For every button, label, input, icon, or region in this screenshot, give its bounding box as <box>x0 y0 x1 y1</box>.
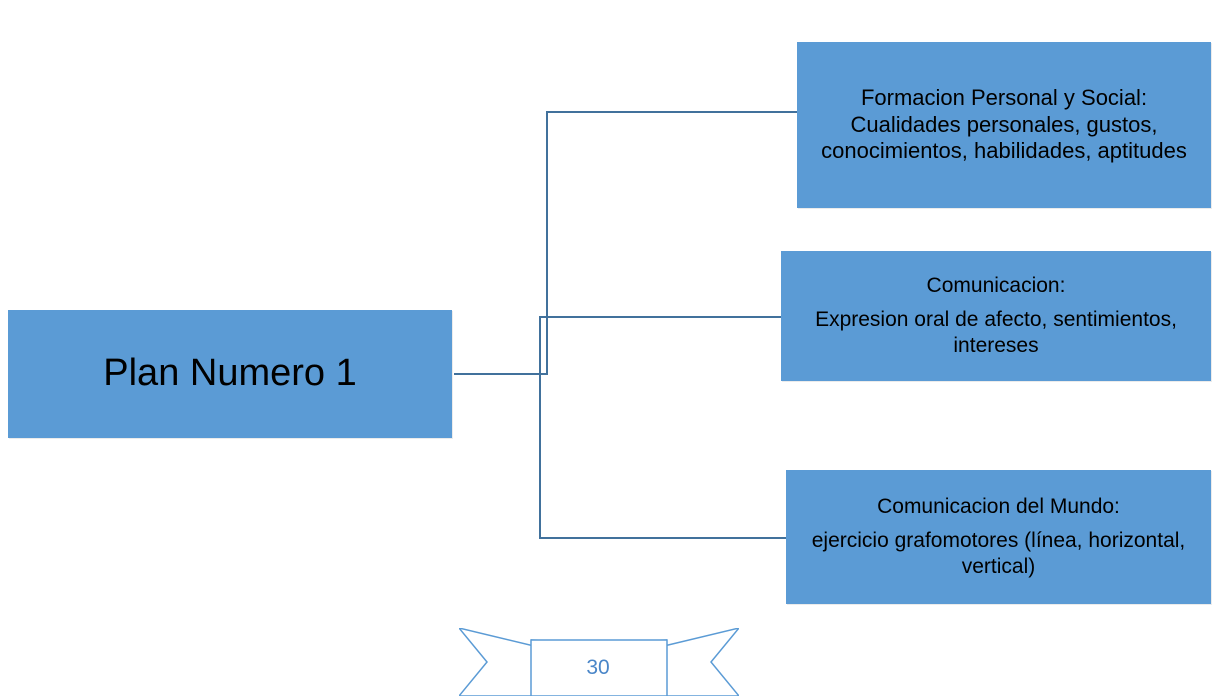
branch-node-formacion: Formacion Personal y Social: Cualidades … <box>797 42 1211 208</box>
ribbon-center-panel <box>530 639 668 696</box>
root-node-plan: Plan Numero 1 <box>8 310 452 438</box>
branch-title-mundo: Comunicacion del Mundo: <box>877 494 1120 518</box>
root-node-label: Plan Numero 1 <box>103 352 357 395</box>
branch-node-mundo: Comunicacion del Mundo: ejercicio grafom… <box>786 470 1211 604</box>
connector-to-comunicacion <box>454 316 781 375</box>
page-number: 30 <box>586 656 610 679</box>
branch-title-comunicacion: Comunicacion: <box>926 273 1066 297</box>
branch-body-comunicacion: Expresion oral de afecto, sentimientos, … <box>815 307 1177 358</box>
connector-to-mundo <box>454 373 786 539</box>
branch-body-mundo: ejercicio grafomotores (línea, horizonta… <box>811 528 1186 579</box>
connector-to-formacion <box>454 111 797 375</box>
page-number-ribbon <box>459 628 739 696</box>
branch-node-comunicacion: Comunicacion: Expresion oral de afecto, … <box>781 251 1211 381</box>
branch-title-formacion: Formacion Personal y Social: <box>860 84 1148 110</box>
branch-body-formacion: Cualidades personales, gustos, conocimie… <box>821 111 1187 164</box>
